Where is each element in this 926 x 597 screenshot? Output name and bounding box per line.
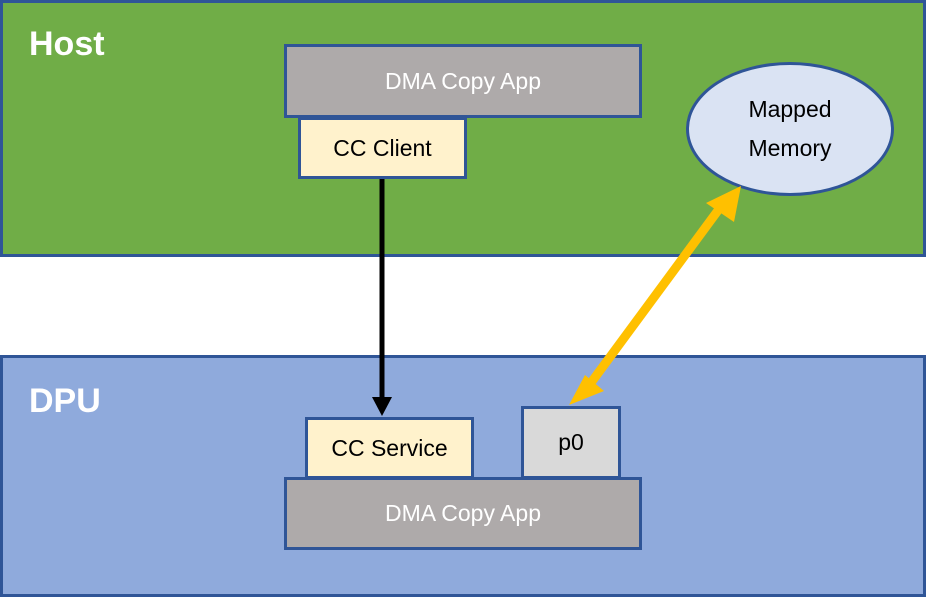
cc-service-label: CC Service [331,434,448,461]
mapped-memory-line1: Mapped [748,96,832,122]
cc-client: CC Client [298,117,467,179]
dpu-dma-copy-app: DMA Copy App [284,477,642,550]
host-dma-copy-app: DMA Copy App [284,44,642,118]
port-p0-label: p0 [558,429,584,455]
dpu-dma-copy-app-label: DMA Copy App [385,500,541,526]
host-dma-copy-app-label: DMA Copy App [385,67,541,94]
dpu-title: DPU [29,382,101,420]
cc-client-label: CC Client [333,134,432,161]
mapped-memory-line2: Memory [748,135,832,161]
port-p0: p0 [521,406,621,479]
host-title: Host [29,25,105,63]
cc-service: CC Service [305,417,474,479]
mapped-memory: Mapped Memory [686,62,894,196]
